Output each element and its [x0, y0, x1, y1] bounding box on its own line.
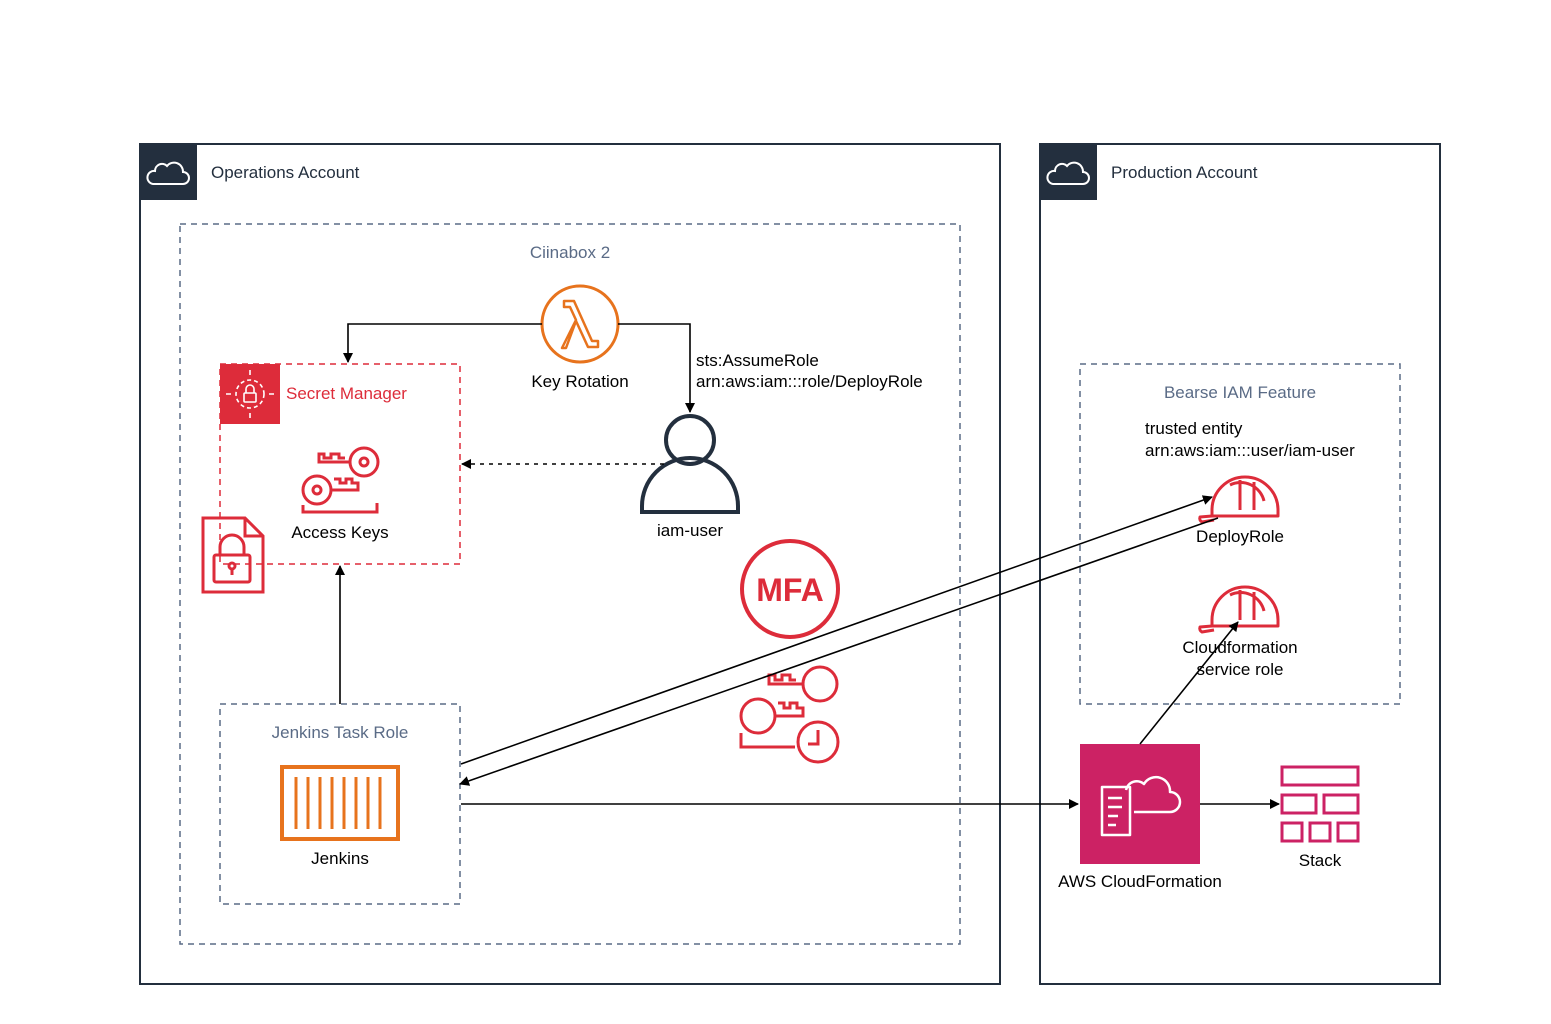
ciinabox-group: Ciinabox 2 — [179, 223, 961, 945]
mfa-text: MFA — [756, 572, 824, 608]
cloud-icon — [1046, 161, 1090, 185]
access-keys-label: Access Keys — [291, 523, 388, 542]
cloud-icon — [146, 161, 190, 185]
helmet-icon — [1198, 585, 1280, 634]
cloud-header-icon — [1040, 144, 1097, 200]
arrow-deploy-role-to-jenkins — [459, 517, 1219, 786]
jenkins-label: Jenkins — [311, 849, 369, 868]
arrow-cloudformation-to-cfn-role — [1139, 621, 1239, 745]
arrow-jenkins-to-deploy-role — [460, 495, 1213, 765]
arrow-lambda-to-iam-user — [618, 323, 695, 413]
mfa-icon: MFA — [740, 539, 840, 639]
container-icon — [280, 765, 400, 841]
cloud-header-icon — [140, 144, 197, 200]
assume-role-line1: sts:AssumeRole — [696, 351, 819, 370]
bearse-iam-group: Bearse IAM Feature — [1079, 363, 1401, 705]
deploy-role-label: DeployRole — [1196, 527, 1284, 546]
lambda-icon — [540, 284, 620, 364]
keys-icon — [301, 446, 380, 514]
production-account-title: Production Account — [1111, 163, 1258, 182]
operations-account-title: Operations Account — [211, 163, 360, 182]
operations-account: Operations Account — [139, 143, 1001, 985]
secrets-manager-glyph — [226, 370, 274, 418]
arrow-lambda-to-secret-manager — [343, 323, 542, 363]
secret-manager-title: Secret Manager — [286, 384, 407, 403]
ciinabox-title: Ciinabox 2 — [530, 243, 610, 262]
key-rotation-label: Key Rotation — [531, 372, 628, 391]
cfn-role-line2: service role — [1197, 660, 1284, 679]
secret-manager-group: Secret Manager — [219, 363, 461, 565]
cloudformation-label: AWS CloudFormation — [1058, 872, 1222, 891]
user-icon — [640, 414, 740, 514]
trusted-entity-line2: arn:aws:iam:::user/iam-user — [1145, 441, 1355, 460]
bearse-iam-title: Bearse IAM Feature — [1164, 383, 1316, 402]
stack-label: Stack — [1299, 851, 1342, 870]
helmet-icon — [1198, 475, 1280, 524]
assume-role-line2: arn:aws:iam:::role/DeployRole — [696, 372, 923, 391]
iam-user-label: iam-user — [657, 521, 723, 540]
jenkins-task-role-group: Jenkins Task Role — [219, 703, 461, 905]
jenkins-task-role-title: Jenkins Task Role — [272, 723, 409, 742]
cfn-role-line1: Cloudformation — [1182, 638, 1297, 657]
stack-icon — [1280, 765, 1360, 843]
cloudformation-icon — [1080, 744, 1200, 864]
production-account: Production Account — [1039, 143, 1441, 985]
encrypted-document-icon — [201, 516, 265, 594]
trusted-entity-line1: trusted entity — [1145, 419, 1243, 438]
key-rotation-clock-icon — [739, 665, 840, 764]
